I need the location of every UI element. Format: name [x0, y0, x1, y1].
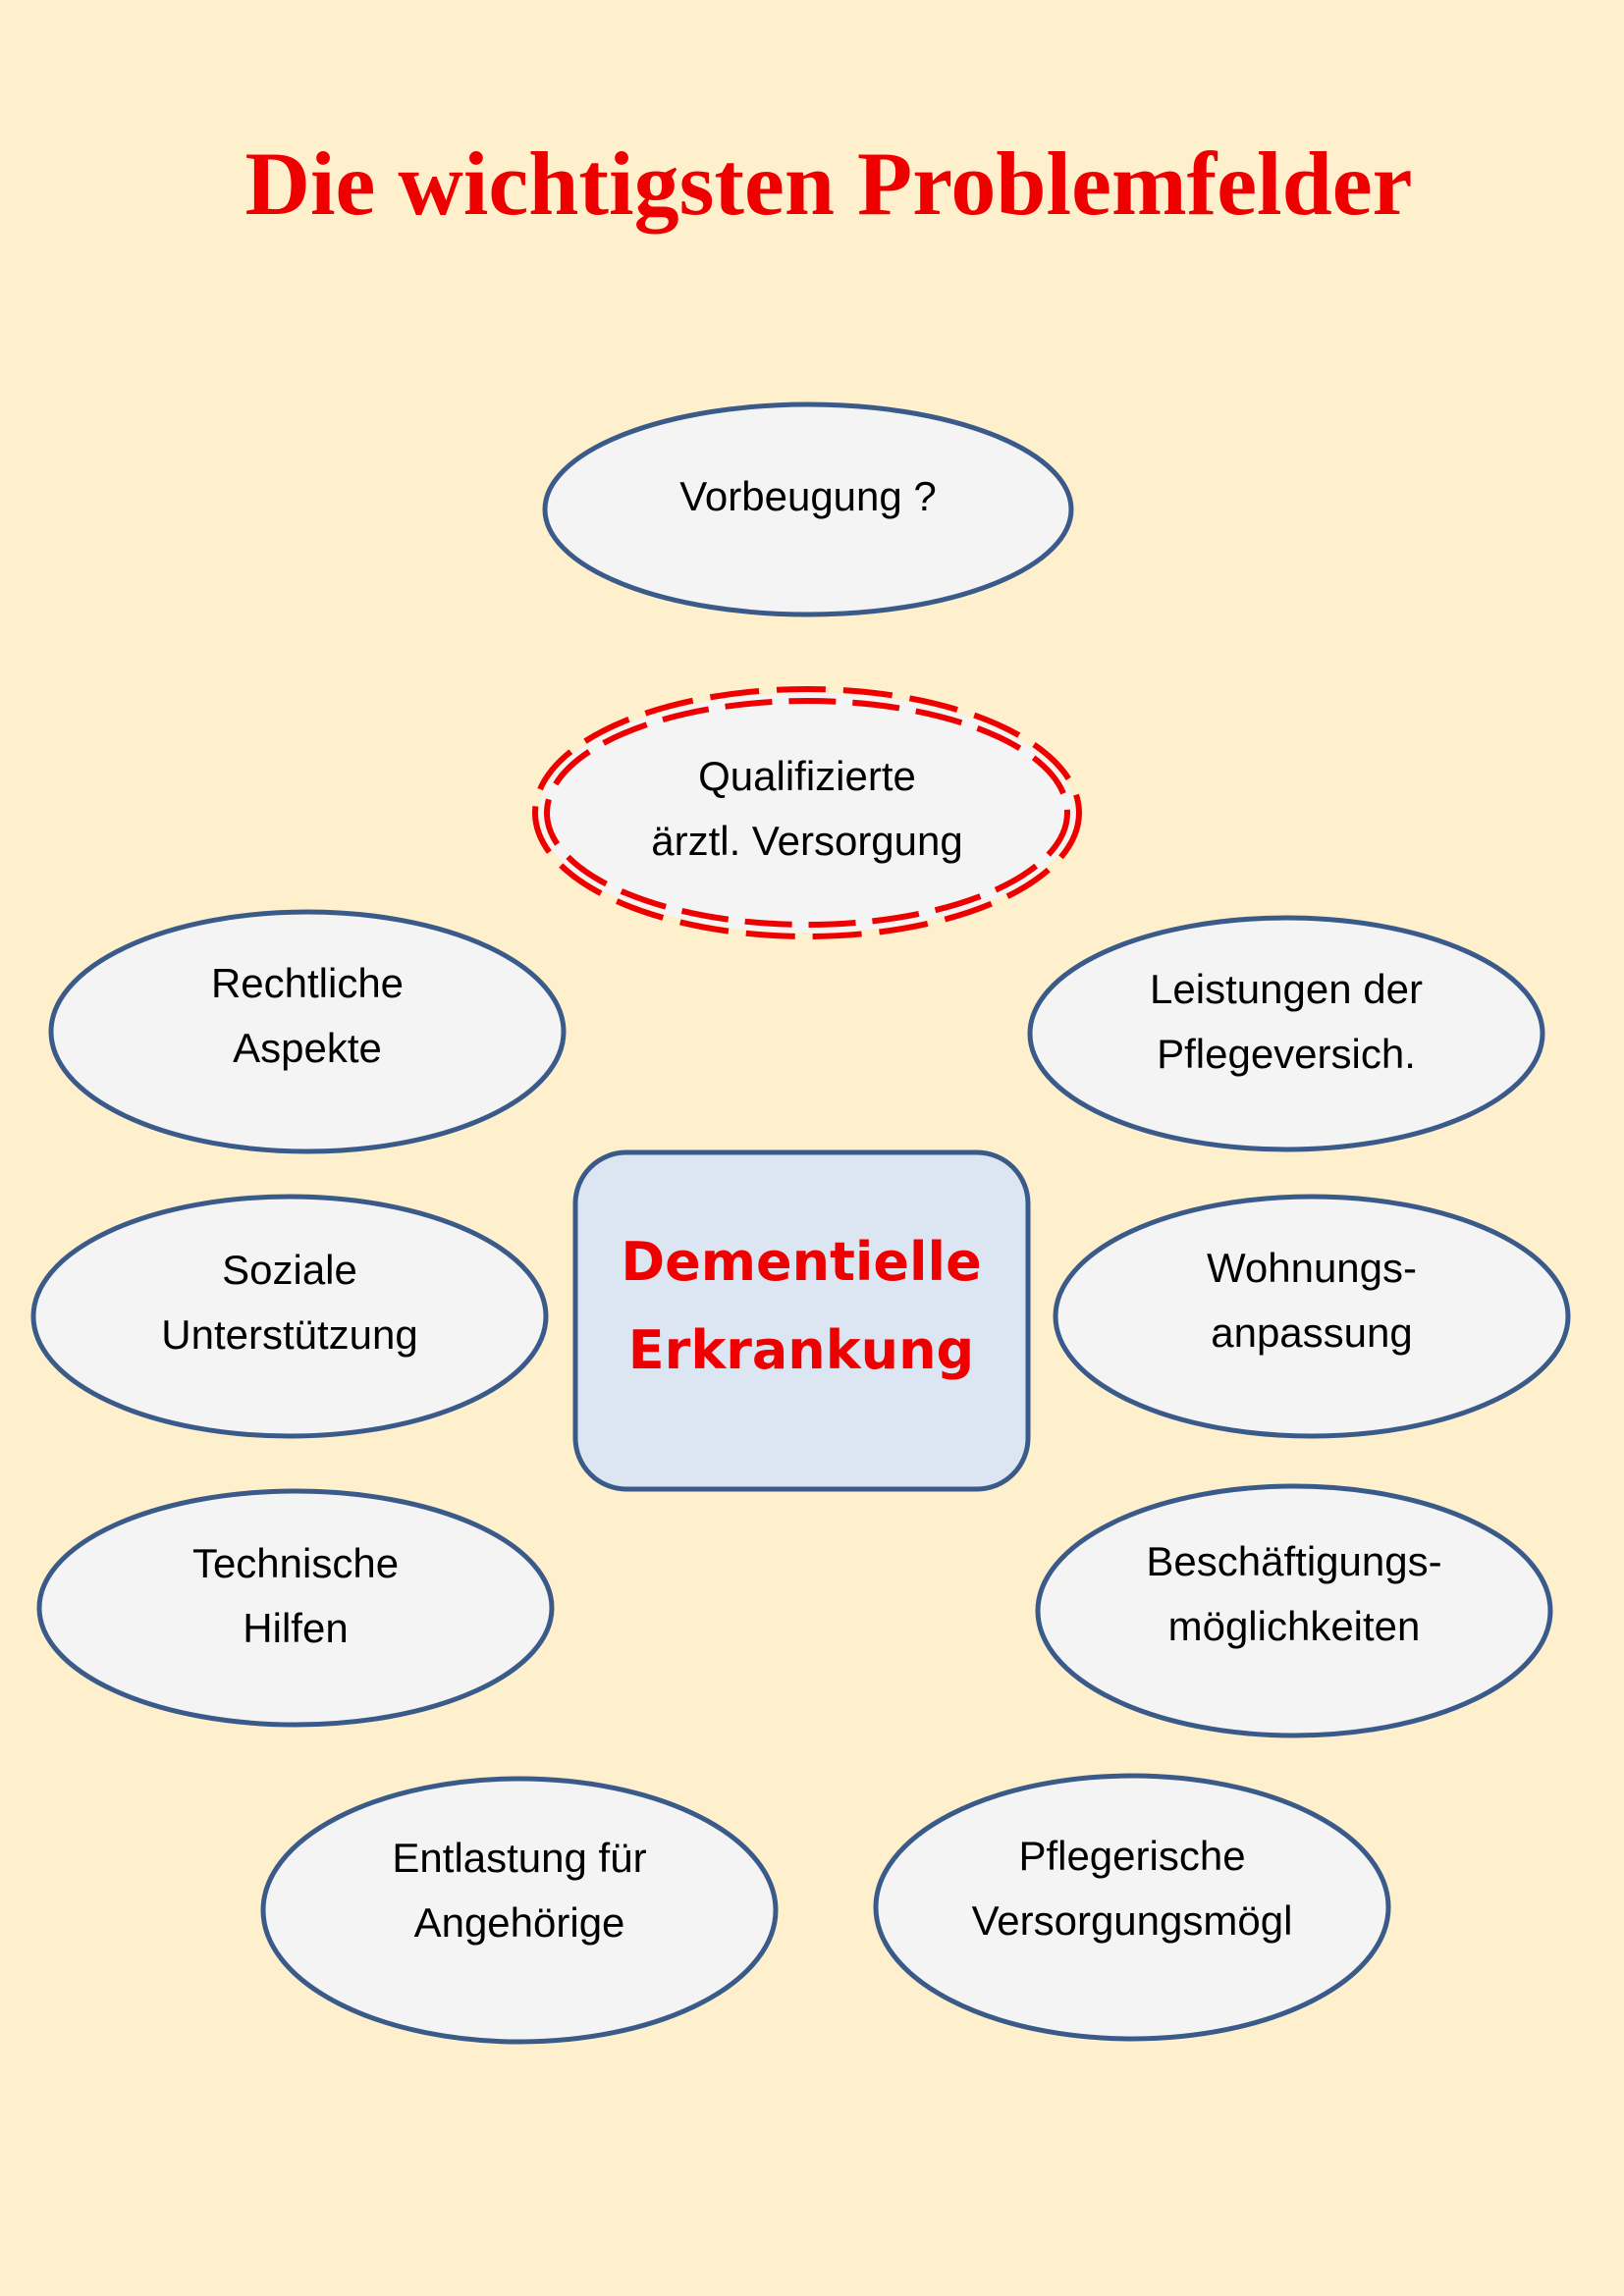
node-label: Beschäftigungs- — [1146, 1538, 1441, 1584]
node-label: Rechtliche — [211, 960, 404, 1006]
node-pflegerische-versorgung: Pflegerische Versorgungsmögl — [873, 1773, 1391, 2042]
node-label: Angehörige — [414, 1899, 625, 1946]
page-title: Die wichtigsten Problemfelder — [245, 133, 1413, 234]
node-label: Wohnungs- — [1207, 1245, 1417, 1291]
center-box: Dementielle Erkrankung — [572, 1149, 1031, 1492]
node-label: Qualifizierte — [698, 753, 916, 799]
node-vorbeugung: Vorbeugung ? — [542, 401, 1074, 617]
node-aerztliche-versorgung: Qualifizierte ärztl. Versorgung — [532, 686, 1082, 939]
node-label: Pflegeversich. — [1157, 1031, 1416, 1077]
center-label: Dementielle — [621, 1231, 981, 1293]
node-label: Aspekte — [233, 1025, 382, 1071]
node-label: ärztl. Versorgung — [651, 818, 963, 864]
node-soziale-unterstuetzung: Soziale Unterstützung — [30, 1194, 549, 1439]
node-label: Technische — [192, 1540, 399, 1586]
node-label: Vorbeugung ? — [679, 473, 937, 519]
node-label: Entlastung für — [392, 1835, 646, 1881]
node-label: Soziale — [222, 1247, 357, 1293]
node-label: anpassung — [1211, 1309, 1413, 1356]
node-pflegeversicherung: Leistungen der Pflegeversich. — [1027, 915, 1545, 1152]
node-technische-hilfen: Technische Hilfen — [36, 1488, 555, 1728]
node-label: möglichkeiten — [1168, 1603, 1421, 1649]
node-entlastung-angehoerige: Entlastung für Angehörige — [260, 1776, 779, 2045]
node-label: Versorgungsmögl — [972, 1897, 1293, 1944]
center-label: Erkrankung — [628, 1319, 974, 1381]
node-wohnungsanpassung: Wohnungs- anpassung — [1053, 1194, 1571, 1439]
node-label: Unterstützung — [161, 1311, 417, 1358]
node-label: Pflegerische — [1018, 1833, 1245, 1879]
node-label: Leistungen der — [1150, 966, 1423, 1012]
node-label: Hilfen — [243, 1605, 348, 1651]
node-rechtliche-aspekte: Rechtliche Aspekte — [48, 909, 567, 1154]
node-beschaeftigung: Beschäftigungs- möglichkeiten — [1035, 1483, 1553, 1738]
